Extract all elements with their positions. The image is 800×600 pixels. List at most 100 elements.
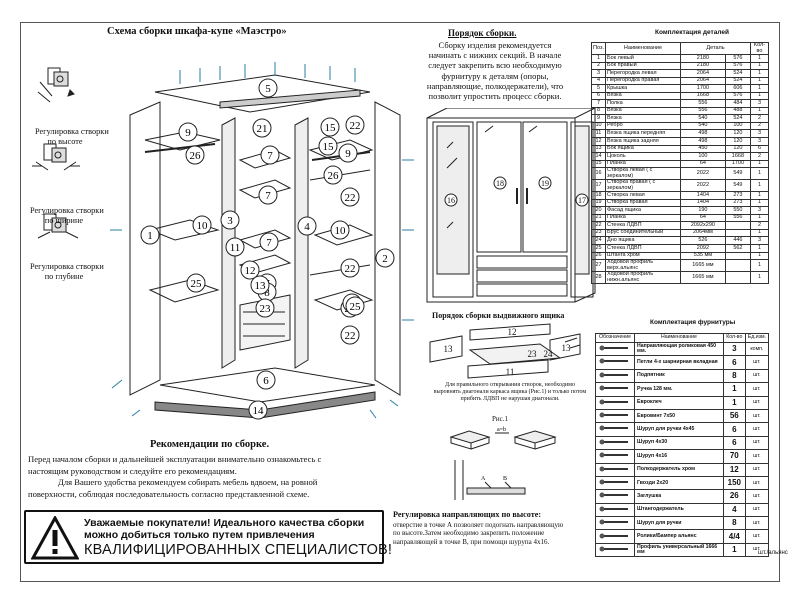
wardrobe-exploded-diagram: 1234567777899101011121314151521222222222… [110, 62, 414, 420]
part-number-circle [220, 210, 240, 230]
part-dim-b: 1668 [724, 152, 752, 161]
hw-name: Евроклеч [634, 395, 724, 410]
warning-line-1: Уважаемые покупатели! Идеального качеств… [84, 517, 365, 529]
part-qty: 1 [750, 198, 769, 208]
hw-unit: шт. [744, 475, 770, 491]
part-pos: 7 [591, 99, 606, 108]
part-qty: 1 [750, 251, 769, 261]
part-name: Брус соединительный [605, 228, 681, 238]
hw-header-symbol: Обозначение [595, 333, 635, 343]
part-number-circle [340, 187, 360, 207]
fig1-drawing: a=b [449, 427, 557, 450]
svg-text:23: 23 [528, 349, 538, 359]
svg-text:13: 13 [444, 344, 454, 354]
part-pos: 24 [591, 236, 606, 246]
part-dim-b [724, 259, 752, 273]
part-number-label: 8 [264, 287, 270, 299]
part-pos: 21 [591, 213, 606, 223]
part-name: Цоколь [605, 152, 681, 161]
part-dim-a: 540 [680, 114, 726, 123]
part-number-circle [256, 370, 276, 390]
hw-name: Ролики/Бампер альянс [634, 529, 724, 544]
parts-header-qty: Кол-во [750, 42, 769, 55]
part-number-circle [192, 215, 212, 235]
guide-label-b: B [503, 476, 507, 482]
part-number-circle [252, 118, 272, 138]
hw-header-qty: Кол-во [722, 333, 746, 343]
part-pos: 28 [591, 271, 606, 285]
part-dim-a: 2180 [680, 54, 726, 63]
part-name: Створка левая [605, 191, 681, 200]
parts-header-name: Наименование [605, 42, 681, 55]
hw-qty: 56 [722, 408, 746, 424]
svg-text:11: 11 [506, 367, 515, 377]
screw-icon [595, 516, 635, 531]
part-number-label: 26 [190, 150, 202, 162]
part-name: Крышка [605, 84, 681, 93]
part-pos: 11 [591, 129, 606, 138]
part-qty: 3 [750, 137, 769, 146]
part-number-label: 9 [185, 127, 191, 139]
guide-text: отверстие в точке А позволяет подогнать … [393, 521, 564, 546]
part-dim-b [724, 228, 752, 238]
part-pos: 25 [591, 244, 606, 253]
handle-icon [595, 382, 635, 397]
hw-unit: шт. [744, 368, 770, 384]
hw-qty: 1 [722, 542, 746, 558]
part-qty: 1 [750, 84, 769, 93]
part-pos: 27 [591, 259, 606, 273]
part-dim-a: 540 [680, 121, 726, 131]
part-dim-b: 484 [724, 99, 752, 108]
roller-icon [595, 529, 635, 544]
part-name: Створка правая [605, 198, 681, 208]
part-number-label: 3 [227, 215, 233, 227]
part-dim-b: 273 [724, 198, 752, 208]
hw-qty: 6 [722, 435, 746, 451]
screw-icon [595, 449, 635, 464]
part-pos: 15 [591, 159, 606, 169]
part-number-circle [178, 122, 198, 142]
part-pos: 1 [591, 54, 606, 63]
part-number-circle [240, 260, 260, 280]
svg-text:19: 19 [541, 179, 549, 188]
svg-text:24: 24 [544, 349, 554, 359]
part-dim-a: 2064 [680, 76, 726, 86]
part-dim-b: 488 [724, 106, 752, 116]
part-qty: 1 [750, 159, 769, 169]
part-number-circle [345, 296, 365, 316]
part-qty: 3 [750, 206, 769, 215]
part-name: Вязка [605, 106, 681, 116]
hw-unit: шт. [744, 435, 770, 451]
hw-header-unit: Ед.изм. [744, 333, 770, 343]
depth-adjust-icon [37, 213, 79, 239]
part-dim-a: 556 [680, 106, 726, 116]
hw-unit: шт. [744, 516, 770, 531]
hw-name: Шуруп для ручки 4x45 [634, 422, 724, 437]
part-number-circle [260, 145, 280, 165]
part-dim-b [724, 221, 752, 230]
part-dim-b: 524 [724, 76, 752, 86]
profile-icon [595, 542, 635, 558]
part-name: Ходовой профиль верх.альянс [605, 259, 681, 273]
hw-qty: 12 [722, 462, 746, 477]
warning-line-2: можно добиться только путем привлечения [84, 529, 315, 541]
hw-unit: шт. [744, 355, 770, 370]
adjustment-icons [32, 67, 80, 239]
